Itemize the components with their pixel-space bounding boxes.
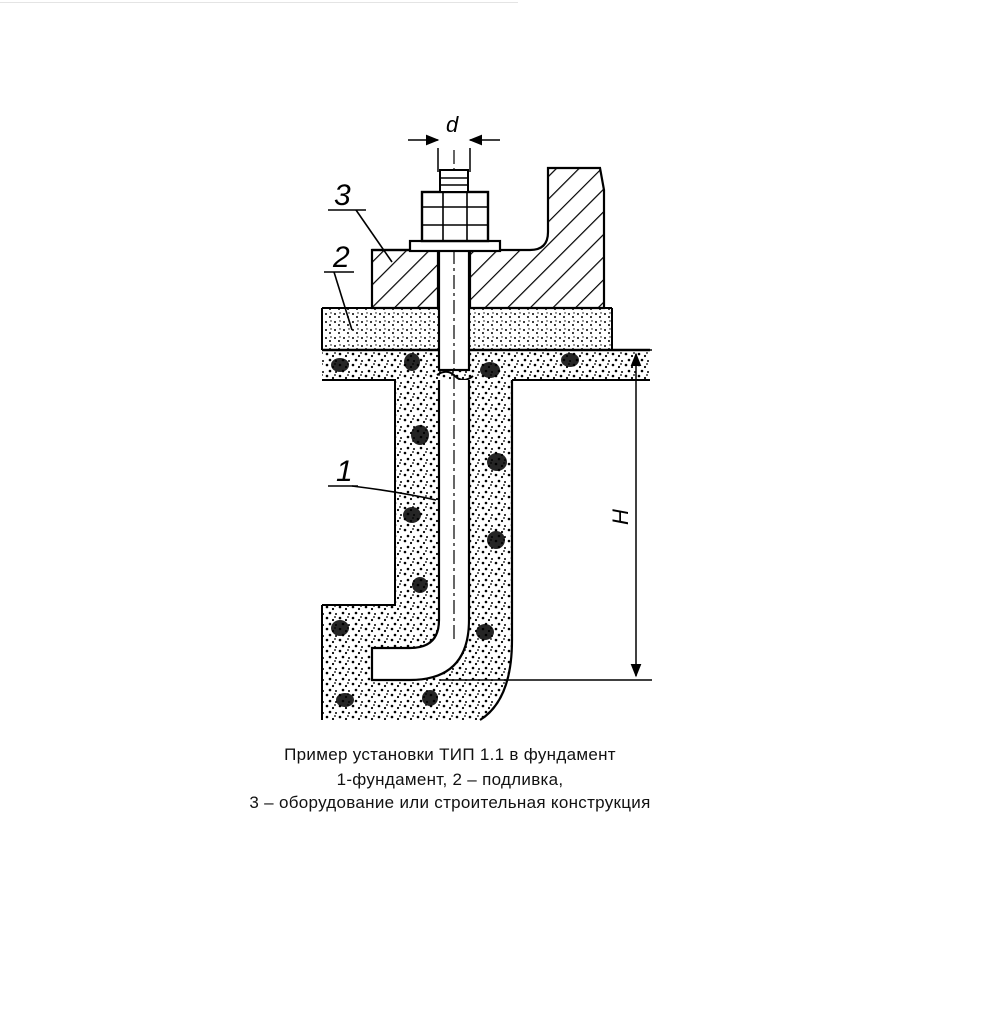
foundation-shape: [321, 350, 650, 721]
top-border-line: [0, 2, 518, 3]
dimension-d: d: [408, 112, 500, 172]
caption-legend-3: 3 – оборудование или строительная констр…: [249, 793, 651, 812]
dimension-h: H: [440, 349, 652, 681]
leader-label-1: 1: [328, 455, 437, 501]
dimension-d-label: d: [446, 112, 459, 137]
grout-layer: [321, 307, 650, 352]
label-equipment-number: 3: [334, 179, 351, 212]
caption-legend-1-2: 1-фундамент, 2 – подливка,: [336, 770, 564, 789]
caption-title: Пример установки ТИП 1.1 в фундамент: [284, 745, 616, 764]
leader-label-2: 2: [324, 241, 354, 331]
anchor-bolt: [370, 150, 502, 682]
leader-label-3: 3: [328, 179, 393, 263]
dimension-h-label: H: [608, 509, 633, 525]
label-grout-number: 2: [332, 241, 350, 274]
label-foundation-number: 1: [336, 455, 353, 488]
